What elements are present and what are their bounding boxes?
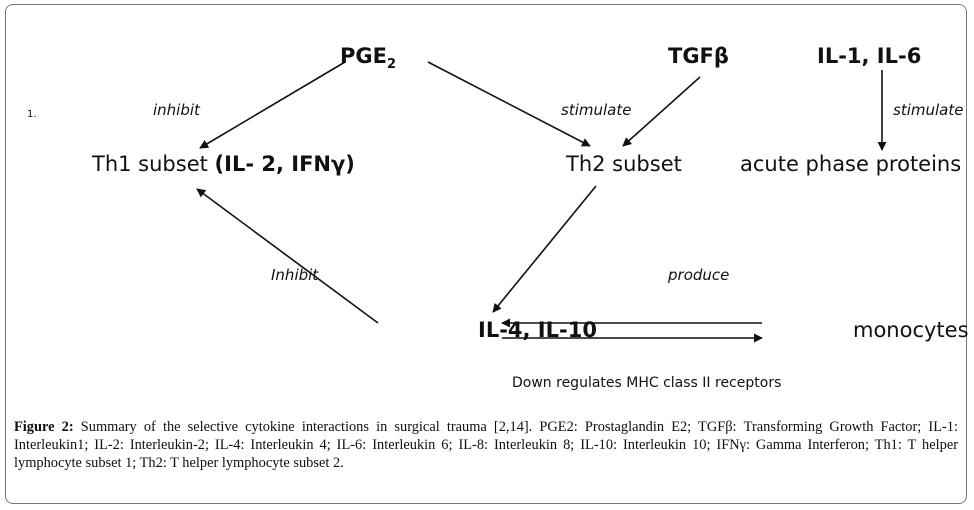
arrow-tgfb-to-th2 [622,76,701,147]
edge-label-produce: produce [668,266,730,284]
arrow-th2-to-il410 [492,185,597,313]
figure-frame [5,4,967,504]
figure-caption: Figure 2: Summary of the selective cytok… [14,418,958,472]
node-tgfb: TGFβ [668,44,729,68]
node-il4-il10: IL-4, IL-10 [478,318,597,342]
arrow-pge2-to-th2 [427,61,591,147]
edge-label-inhibit-top: inhibit [153,101,200,119]
node-th1: Th1 subset (IL- 2, IFNγ) [92,154,355,175]
edge-label-inhibit-bottom: Inhibit [271,266,319,284]
node-pge2-sub: 2 [386,57,397,73]
node-th2: Th2 subset [566,152,682,176]
node-acute-phase-proteins: acute phase proteins [740,152,962,176]
node-th1-cytokines: (IL- 2, IFNγ) [214,152,355,176]
node-pge2-main: PGE [340,44,387,68]
edge-label-stimulate-mid: stimulate [561,101,632,119]
node-pge2: PGE2 [340,44,397,73]
node-th1-prefix: Th1 subset [92,152,215,176]
caption-text: Summary of the selective cytokine intera… [14,419,958,471]
node-il1-il6: IL-1, IL-6 [817,44,922,68]
edge-label-stimulate-right: stimulate [893,101,964,119]
node-monocytes: monocytes [853,318,969,342]
edge-label-down-regulates: Down regulates MHC class II receptors [512,375,782,391]
list-marker: 1. [27,109,37,120]
caption-label: Figure 2: [14,419,74,435]
arrow-il410-to-th1 [196,188,379,324]
arrow-pge2-to-th1 [199,61,346,149]
